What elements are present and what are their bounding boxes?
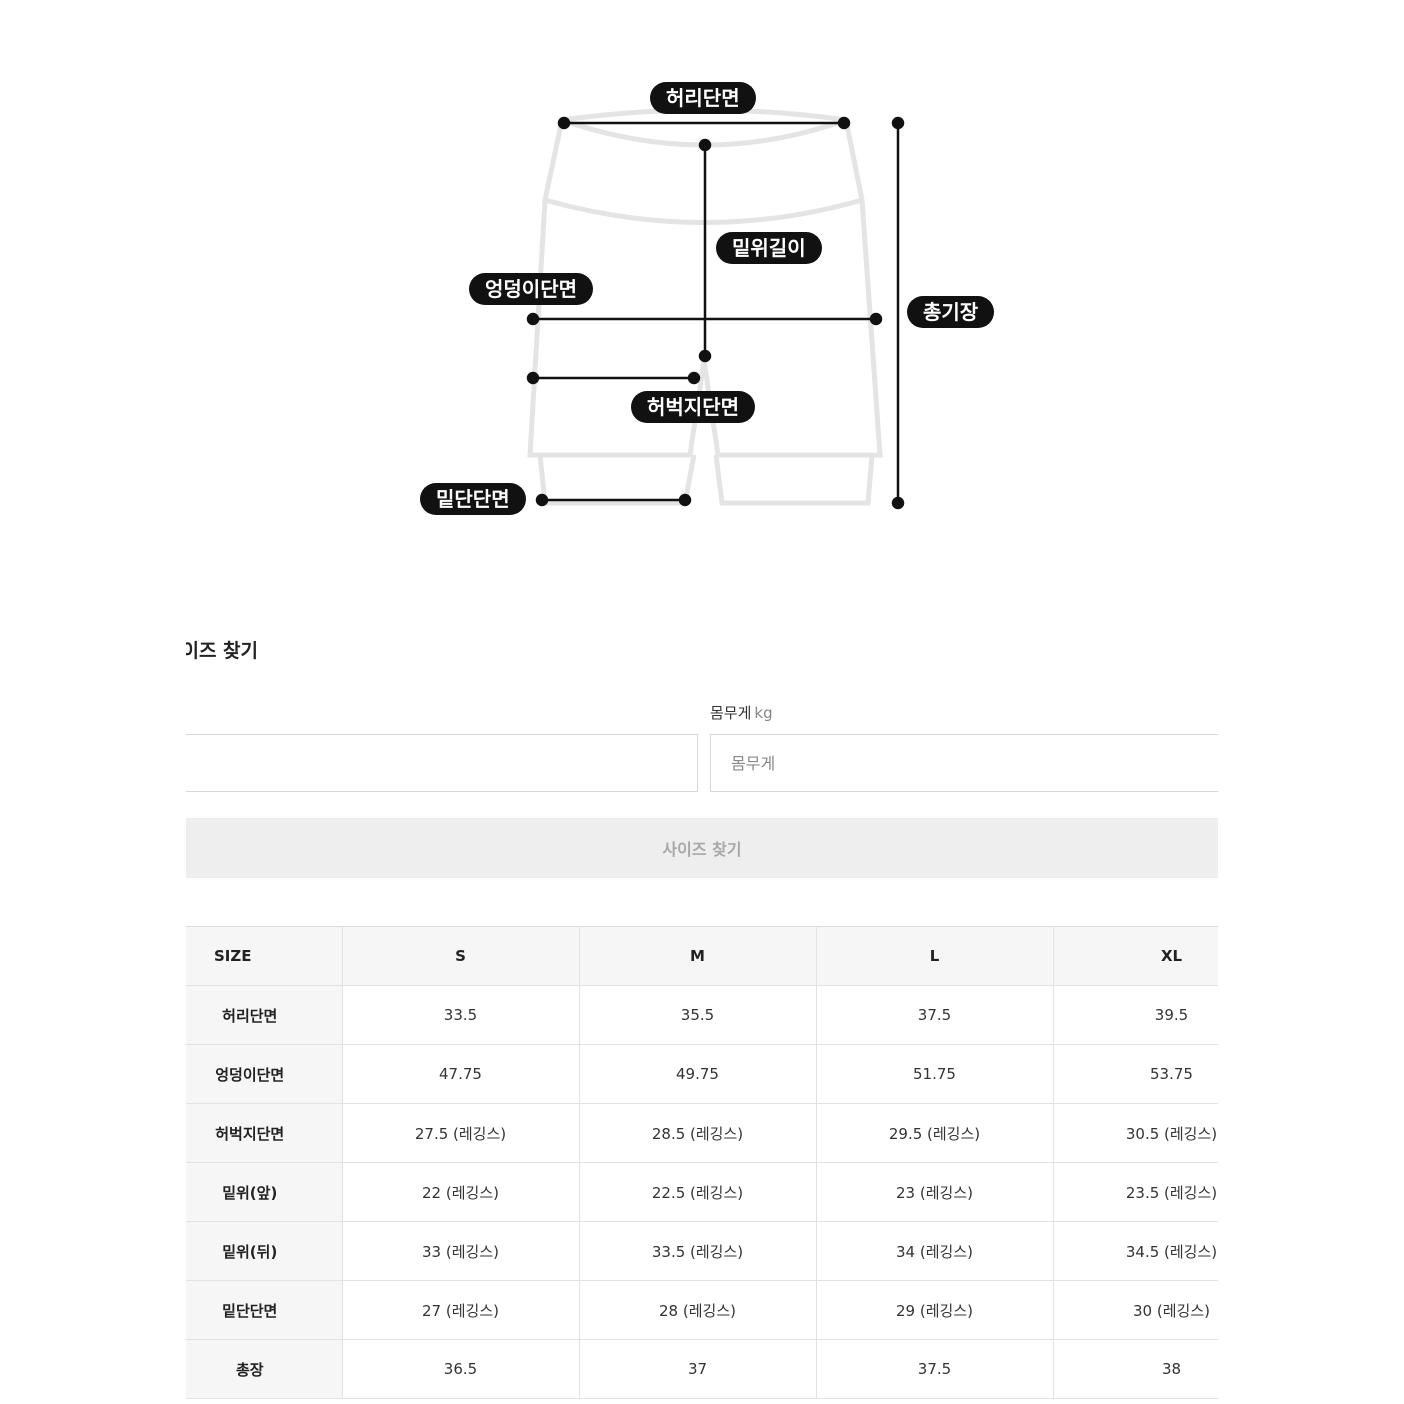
table-cell: 33.5 (레깅스) <box>578 1221 817 1281</box>
table-cell: 27 (레깅스) <box>341 1280 580 1340</box>
table-cell: 39.5 <box>1052 985 1218 1045</box>
size-header-label: SIZE <box>186 926 343 986</box>
table-cell: 22.5 (레깅스) <box>578 1162 817 1222</box>
table-cell: 30 (레깅스) <box>1052 1280 1218 1340</box>
rise-label: 밑위길이 <box>716 232 822 264</box>
table-cell: 53.75 <box>1052 1044 1218 1104</box>
table-cell: 28 (레깅스) <box>578 1280 817 1340</box>
height-field-box <box>186 734 698 792</box>
total-length-label: 총기장 <box>907 296 995 328</box>
table-cell: 36.5 <box>341 1339 580 1399</box>
row-label: 총장 <box>186 1339 343 1399</box>
table-cell: 33 (레깅스) <box>341 1221 580 1281</box>
table-cell: 49.75 <box>578 1044 817 1104</box>
weight-input[interactable] <box>711 735 1218 791</box>
table-cell: 27.5 (레깅스) <box>341 1103 580 1163</box>
weight-unit: kg <box>754 704 773 722</box>
measure-lines <box>526 116 905 510</box>
table-cell: 22 (레깅스) <box>341 1162 580 1222</box>
table-cell: 29.5 (레깅스) <box>815 1103 1054 1163</box>
size-finder-title-text: 사이즈 찾기 <box>186 640 259 662</box>
weight-label-text: 몸무게 <box>710 704 752 722</box>
table-row: 밑위(앞)22 (레깅스)22.5 (레깅스)23 (레깅스)23.5 (레깅스… <box>186 1162 1218 1222</box>
size-header-s: S <box>341 926 580 986</box>
size-finder-title: 사이즈 찾기 <box>186 636 386 663</box>
waist-label: 허리단면 <box>650 82 756 114</box>
row-label: 밑단단면 <box>186 1280 343 1340</box>
thigh-label: 허벅지단면 <box>631 391 755 423</box>
table-cell: 35.5 <box>578 985 817 1045</box>
table-cell: 51.75 <box>815 1044 1054 1104</box>
size-header-xl: XL <box>1052 926 1218 986</box>
row-label: 엉덩이단면 <box>186 1044 343 1104</box>
table-cell: 29 (레깅스) <box>815 1280 1054 1340</box>
table-cell: 23 (레깅스) <box>815 1162 1054 1222</box>
table-cell: 37 <box>578 1339 817 1399</box>
shorts-measurement-diagram <box>526 107 905 510</box>
table-row: 밑위(뒤)33 (레깅스)33.5 (레깅스)34 (레깅스)34.5 (레깅스… <box>186 1221 1218 1281</box>
row-label: 밑위(뒤) <box>186 1221 343 1281</box>
size-header-m: M <box>578 926 817 986</box>
row-label: 밑위(앞) <box>186 1162 343 1222</box>
table-cell: 38 <box>1052 1339 1218 1399</box>
table-cell: 37.5 <box>815 985 1054 1045</box>
weight-field-box <box>710 734 1218 792</box>
size-header-l: L <box>815 926 1054 986</box>
row-label: 허벅지단면 <box>186 1103 343 1163</box>
table-cell: 34 (레깅스) <box>815 1221 1054 1281</box>
table-header-row: SIZE S M L XL <box>186 926 1218 986</box>
hip-label: 엉덩이단면 <box>469 273 593 305</box>
table-cell: 30.5 (레깅스) <box>1052 1103 1218 1163</box>
row-label: 허리단면 <box>186 985 343 1045</box>
hem-label: 밑단단면 <box>420 483 526 515</box>
table-cell: 23.5 (레깅스) <box>1052 1162 1218 1222</box>
table-cell: 47.75 <box>341 1044 580 1104</box>
find-size-button[interactable]: 사이즈 찾기 <box>186 818 1218 878</box>
table-cell: 33.5 <box>341 985 580 1045</box>
height-input[interactable] <box>186 735 697 791</box>
table-cell: 37.5 <box>815 1339 1054 1399</box>
table-cell: 34.5 (레깅스) <box>1052 1221 1218 1281</box>
table-cell: 28.5 (레깅스) <box>578 1103 817 1163</box>
